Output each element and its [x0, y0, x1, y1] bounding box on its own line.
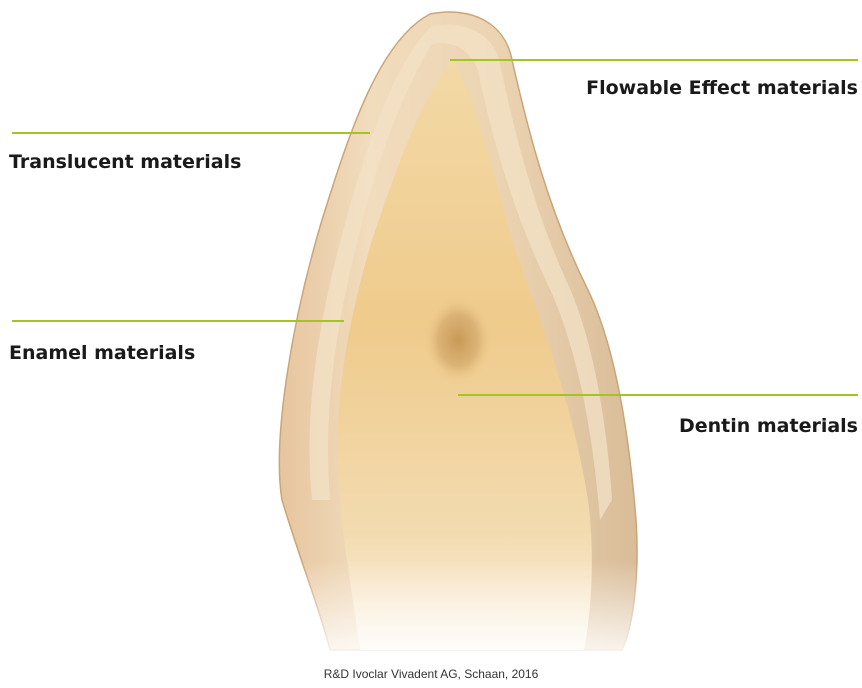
- label-enamel-materials: Enamel materials: [9, 342, 195, 364]
- pulp-shadow: [424, 296, 492, 384]
- label-dentin-materials: Dentin materials: [679, 415, 858, 437]
- root-fade: [260, 560, 680, 670]
- image-credit-caption: R&D Ivoclar Vivadent AG, Schaan, 2016: [0, 667, 862, 681]
- label-translucent-materials: Translucent materials: [9, 151, 241, 173]
- label-flowable-effect-materials: Flowable Effect materials: [586, 77, 858, 99]
